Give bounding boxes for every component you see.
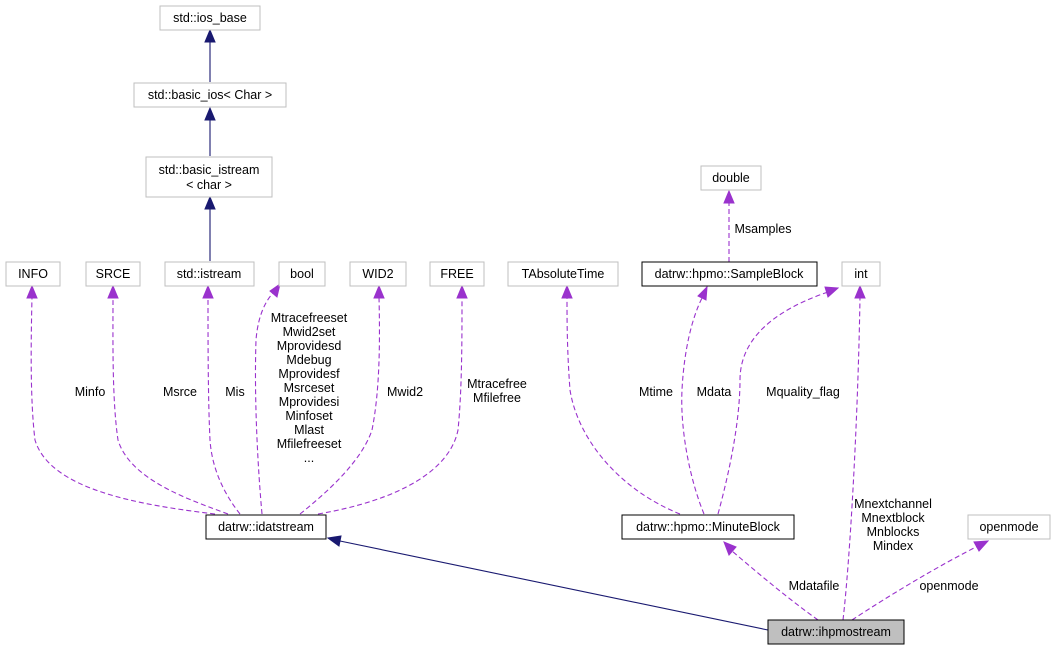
node-basic-ios-label: std::basic_ios< Char > [148,88,272,102]
arrowhead-int-quality [824,286,840,298]
node-wid2[interactable]: WID2 [349,261,407,287]
label-bool-member-6: Mprovidesi [279,395,339,409]
edge-labels: Minfo Msrce Mis Mtracefreeset Mwid2set M… [75,222,979,593]
node-ihpmostream[interactable]: datrw::ihpmostream [767,619,905,645]
member-edges [26,189,990,621]
node-wid2-label: WID2 [362,267,393,281]
node-basic-ios[interactable]: std::basic_ios< Char > [133,82,287,108]
arrowhead-double [723,189,735,204]
arrowhead-istream [202,284,214,299]
node-bool-label: bool [290,267,314,281]
arrowhead-bool [269,282,281,298]
label-free-member-1: Mfilefree [473,391,521,405]
label-bool-member-0: Mtracefreeset [271,311,348,325]
node-minuteblock-label: datrw::hpmo::MinuteBlock [636,520,781,534]
node-istream[interactable]: std::istream [164,261,255,287]
edge-mwid2 [299,296,381,515]
node-idatstream-label: datrw::idatstream [218,520,314,534]
label-mquality-flag: Mquality_flag [766,385,840,399]
label-bool-member-4: Mprovidesf [278,367,340,381]
arrowhead-basic-ios [204,106,216,121]
node-free[interactable]: FREE [429,261,485,287]
node-info-label: INFO [18,267,48,281]
edge-mtime [566,296,681,515]
arrowhead-wid2 [373,284,385,299]
node-ios-base-label: std::ios_base [173,11,247,25]
node-bool[interactable]: bool [278,261,326,287]
edge-bool-members [254,291,275,515]
node-basic-istream[interactable]: std::basic_istream < char > [145,156,273,198]
arrowhead-basic-istream [204,195,216,210]
label-int-member-1: Mnextblock [861,511,925,525]
label-bool-member-8: Mlast [294,423,324,437]
node-double[interactable]: double [700,165,762,191]
node-int[interactable]: int [841,261,881,287]
inheritance-edges [204,28,769,631]
node-sampleblock-label: datrw::hpmo::SampleBlock [655,267,804,281]
label-mtime: Mtime [639,385,673,399]
label-mdata: Mdata [697,385,732,399]
label-bool-member-10: ... [304,451,314,465]
label-msamples: Msamples [735,222,792,236]
label-mwid2: Mwid2 [387,385,423,399]
edge-mis [207,296,241,515]
node-tabsolutetime[interactable]: TAbsoluteTime [507,261,619,287]
label-mdatafile: Mdatafile [789,579,840,593]
label-int-member-3: Mindex [873,539,914,553]
arrowhead-info [26,284,38,299]
arrowhead-openmode [973,540,990,552]
label-free-member-0: Mtracefree [467,377,527,391]
node-free-label: FREE [440,267,473,281]
node-double-label: double [712,171,750,185]
label-bool-member-9: Mfilefreeset [277,437,342,451]
arrowhead-minuteblock [723,541,737,556]
node-idatstream[interactable]: datrw::idatstream [205,514,327,540]
label-bool-member-2: Mprovidesd [277,339,342,353]
node-tabsolutetime-label: TAbsoluteTime [522,267,605,281]
node-srce[interactable]: SRCE [85,261,141,287]
nodes: std::ios_base std::basic_ios< Char > std… [5,5,1051,645]
label-bool-member-3: Mdebug [286,353,331,367]
node-openmode[interactable]: openmode [967,514,1051,540]
edge-msrce [112,296,229,515]
edge-int-members [842,296,861,621]
label-bool-member-5: Msrceset [284,381,335,395]
edge-free-members [317,296,463,515]
edge-mdata [681,297,705,515]
edge-openmode [851,545,979,621]
label-mis: Mis [225,385,244,399]
label-minfo: Minfo [75,385,106,399]
node-openmode-label: openmode [979,520,1038,534]
arrowhead-int [854,284,866,299]
label-openmode: openmode [919,579,978,593]
arrowhead-ios-base [204,28,216,43]
arrowhead-idatstream [326,535,342,547]
node-sampleblock[interactable]: datrw::hpmo::SampleBlock [641,261,818,287]
label-int-member-0: Mnextchannel [854,497,932,511]
node-minuteblock[interactable]: datrw::hpmo::MinuteBlock [621,514,795,540]
node-istream-label: std::istream [177,267,242,281]
node-int-label: int [854,267,868,281]
label-bool-member-7: Minfoset [285,409,333,423]
node-ihpmostream-label: datrw::ihpmostream [781,625,891,639]
label-int-member-2: Mnblocks [867,525,920,539]
label-msrce: Msrce [163,385,197,399]
edge-ihpmostream-to-idatstream [339,540,769,631]
node-info[interactable]: INFO [5,261,61,287]
edge-mdatafile [731,550,819,621]
node-basic-istream-label-1: std::basic_istream [159,163,260,177]
arrowhead-srce [107,284,119,299]
edge-minfo [30,296,216,515]
node-srce-label: SRCE [96,267,131,281]
arrowhead-tabsolutetime [561,284,573,299]
node-ios-base[interactable]: std::ios_base [159,5,261,31]
label-bool-member-1: Mwid2set [283,325,336,339]
arrowhead-sampleblock [697,285,708,301]
edge-mquality-flag [717,291,829,515]
node-basic-istream-label-2: < char > [186,178,232,192]
arrowhead-free [456,284,468,299]
